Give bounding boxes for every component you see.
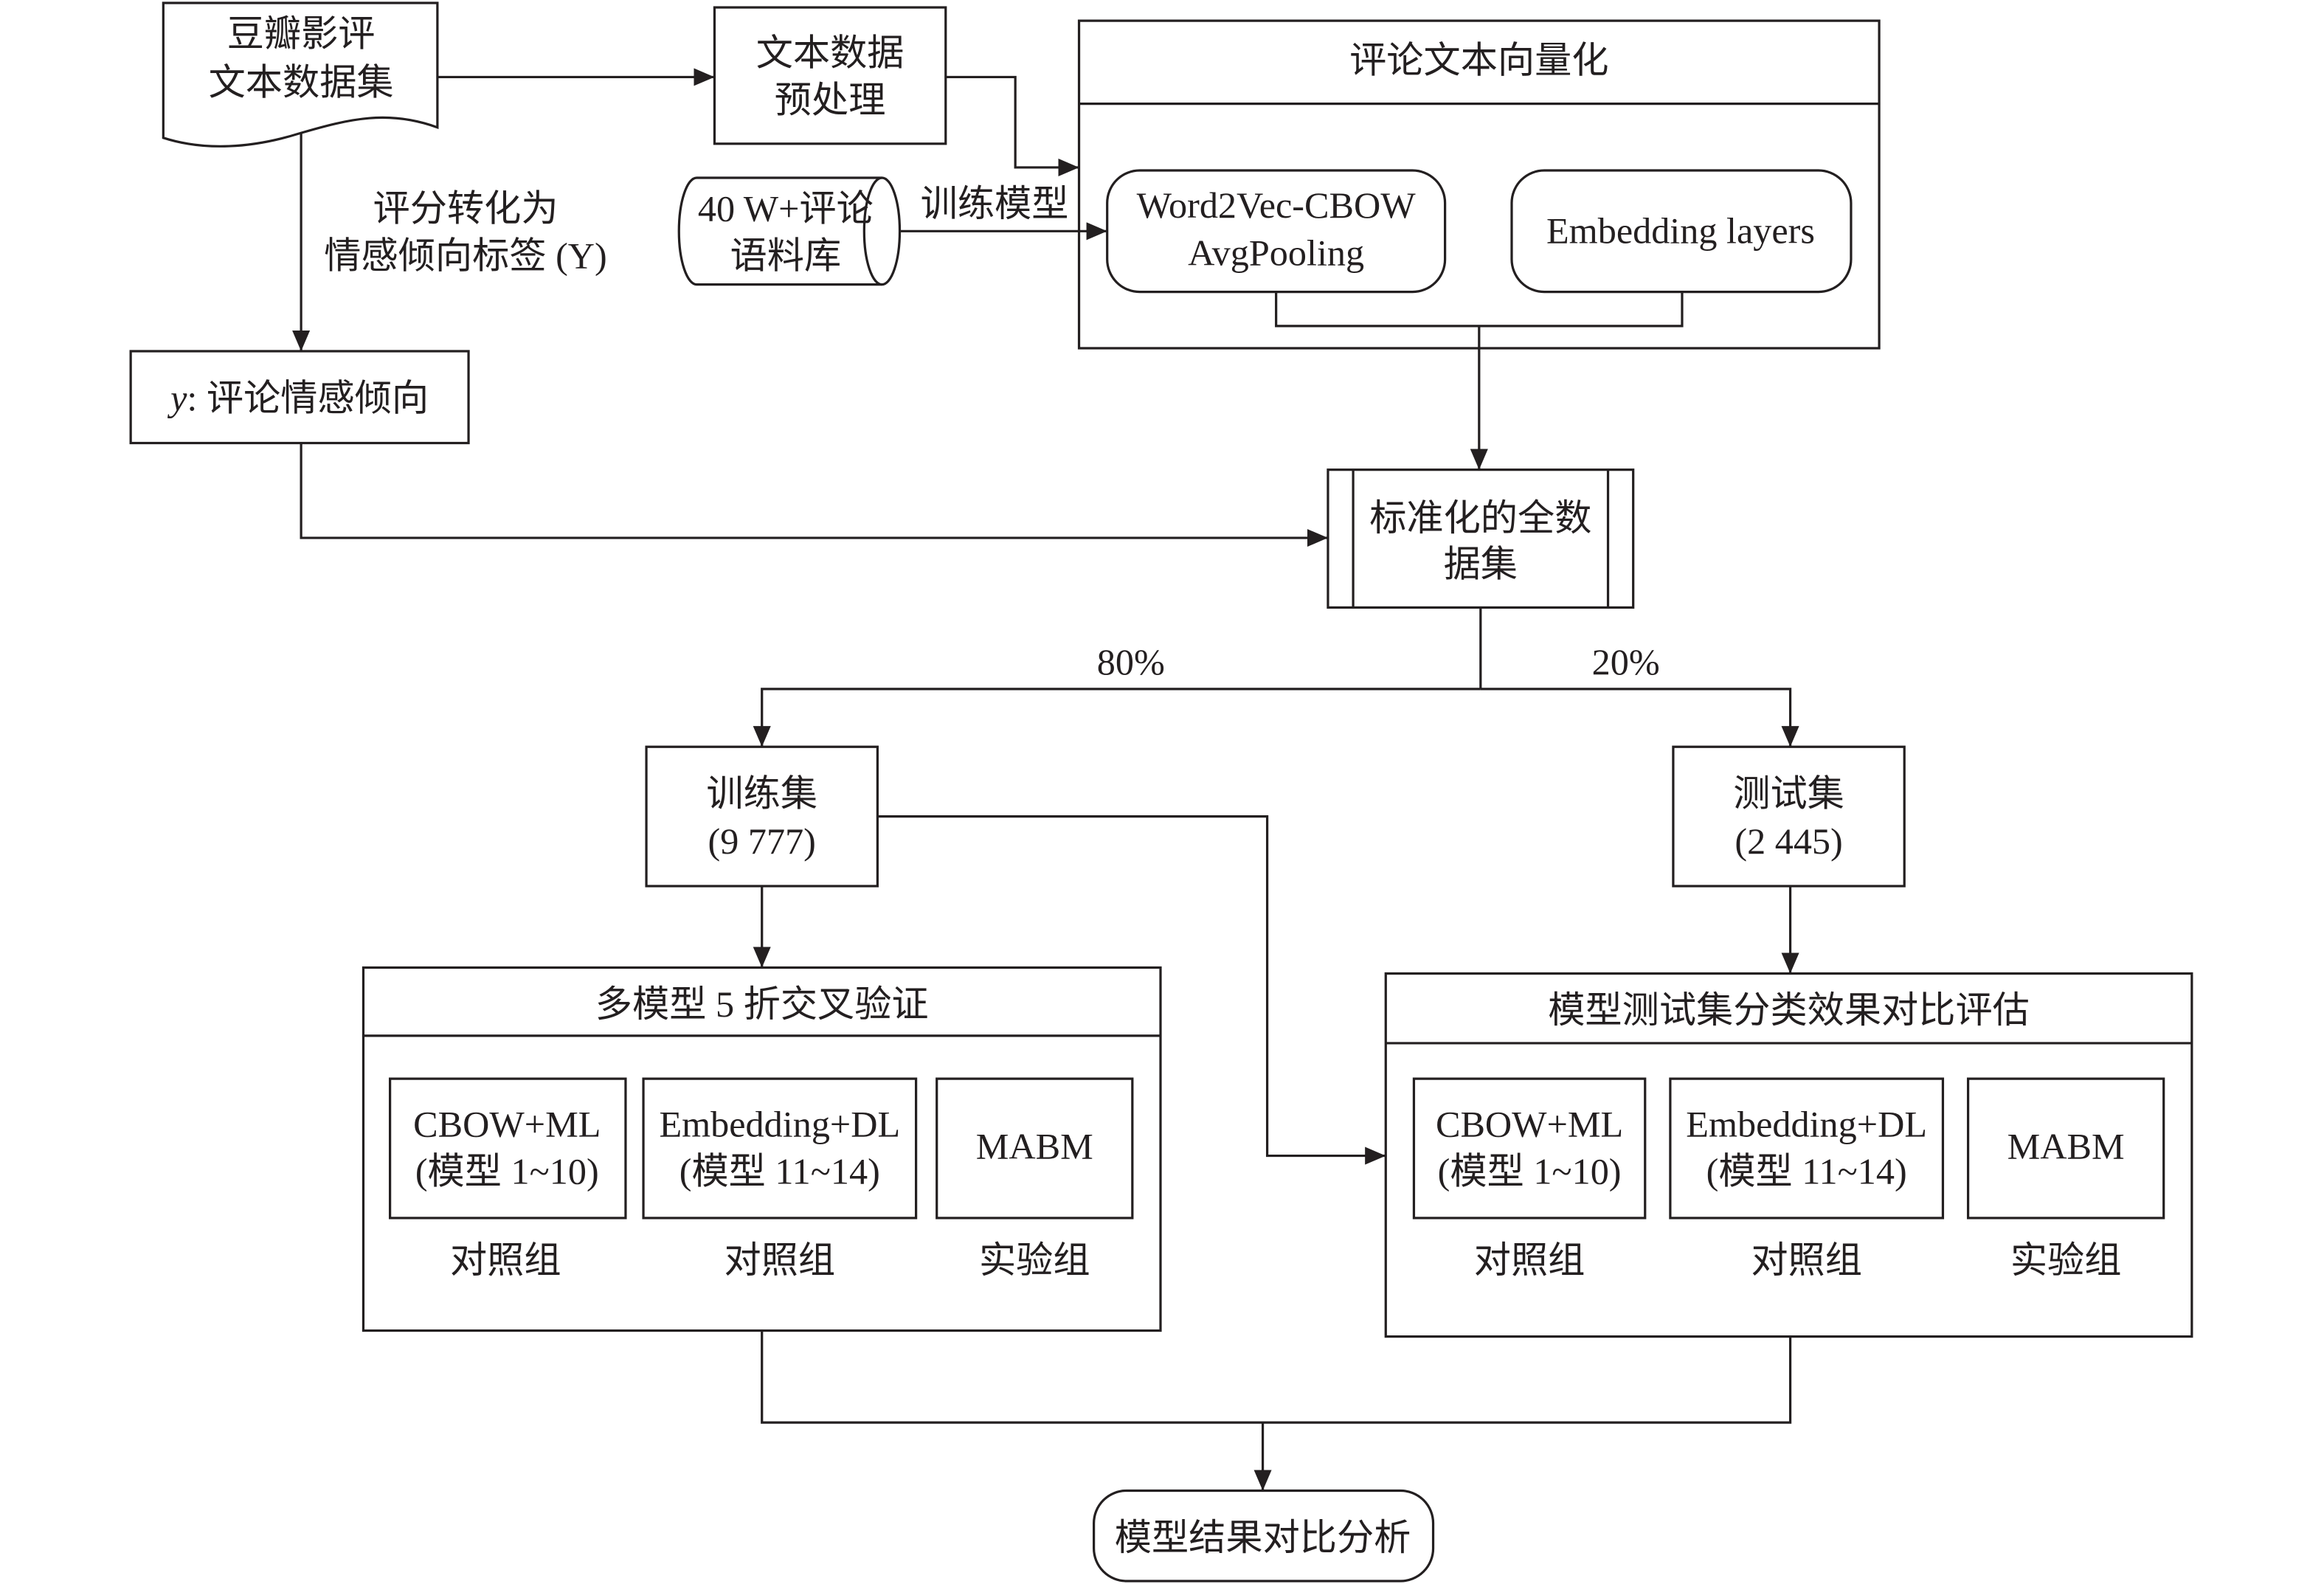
cv-model-box-embedding-dl (642, 1077, 918, 1220)
corpus-cylinder-rim (862, 176, 882, 286)
train-set-line-1: 训练集 (706, 773, 817, 815)
preprocessing-line-1: 文本数据 (756, 32, 905, 73)
eval-model-1-line-1: CBOW+ML (1436, 1103, 1623, 1144)
test-ratio-label: 20% (1592, 641, 1660, 682)
train-ratio-label: 80% (1097, 641, 1165, 682)
cv-model-3-group: 实验组 (979, 1239, 1090, 1281)
standardized-dataset-line-1: 标准化的全数 (1369, 497, 1591, 539)
word2vec-line-2: AvgPooling (1188, 232, 1364, 274)
cv-model-3-line-1: MABM (976, 1126, 1093, 1167)
cv-model-2-group: 对照组 (724, 1239, 836, 1281)
source-dataset-document (162, 1, 439, 148)
arrow-preprocessing-to-vectorization (945, 75, 1079, 177)
eval-model-2-group: 对照组 (1751, 1239, 1862, 1281)
preprocessing-box (713, 6, 947, 145)
vectorization-title: 评论文本向量化 (1349, 39, 1608, 80)
source-dataset-line-2: 文本数据集 (209, 62, 394, 103)
sentiment-label-text: y: 评论情感倾向 (167, 377, 429, 418)
cv-model-box-mabm (936, 1077, 1134, 1220)
embedding-layers-label: Embedding layers (1546, 210, 1815, 251)
cv-model-2-line-2: (模型 11~14) (679, 1151, 880, 1192)
cross-validation-title: 多模型 5 折交叉验证 (595, 983, 929, 1025)
label-conversion-line-1: 评分转化为 (373, 187, 558, 229)
train-model-edge-label: 训练模型 (921, 183, 1069, 224)
eval-model-1-line-2: (模型 1~10) (1438, 1151, 1622, 1192)
sentiment-description: : 评论情感倾向 (187, 377, 429, 418)
eval-model-3-line-1: MABM (2007, 1126, 2125, 1167)
cv-model-2-line-1: Embedding+DL (659, 1103, 900, 1144)
test-set-line-2: (2 445) (1735, 820, 1842, 862)
eval-model-box-cbow-ml (1412, 1077, 1647, 1220)
cv-model-1-line-1: CBOW+ML (413, 1103, 601, 1144)
train-set-box (645, 745, 879, 888)
sentiment-label-box (129, 350, 470, 445)
eval-model-box-mabm (1966, 1077, 2165, 1220)
eval-model-3-group: 实验组 (2010, 1239, 2122, 1281)
corpus-line-2: 语料库 (730, 235, 842, 277)
arrow-split-to-train (753, 688, 1481, 747)
sentiment-variable: y (167, 377, 187, 418)
train-set-line-2: (9 777) (708, 820, 816, 862)
arrow-sentiment-to-standardized (300, 443, 1328, 547)
eval-model-box-embedding-dl (1669, 1077, 1945, 1220)
results-merge-connector (761, 1330, 1792, 1424)
label-conversion-line-2: 情感倾向标签 (Y) (324, 235, 606, 277)
eval-model-2-line-1: Embedding+DL (1686, 1103, 1927, 1144)
eval-model-1-group: 对照组 (1474, 1239, 1585, 1281)
source-dataset-line-1: 豆瓣影评 (227, 13, 376, 54)
arrow-split-to-test (1480, 688, 1799, 747)
corpus-line-1: 40 W+评论 (698, 187, 874, 229)
cv-model-box-cbow-ml (389, 1077, 627, 1220)
preprocessing-line-2: 预处理 (775, 80, 886, 121)
result-analysis-label: 模型结果对比分析 (1115, 1517, 1411, 1558)
standardized-dataset-box (1327, 468, 1635, 609)
test-set-box (1672, 745, 1906, 888)
test-set-line-1: 测试集 (1733, 773, 1844, 815)
arrow-train-to-evaluation (877, 815, 1386, 1165)
cv-model-1-group: 对照组 (450, 1239, 561, 1281)
standardized-dataset-line-2: 据集 (1444, 543, 1518, 584)
cv-model-1-line-2: (模型 1~10) (415, 1151, 599, 1192)
eval-model-2-line-2: (模型 11~14) (1706, 1151, 1907, 1192)
word2vec-line-1: Word2Vec-CBOW (1137, 184, 1417, 226)
test-evaluation-title: 模型测试集分类效果对比评估 (1548, 989, 2030, 1031)
